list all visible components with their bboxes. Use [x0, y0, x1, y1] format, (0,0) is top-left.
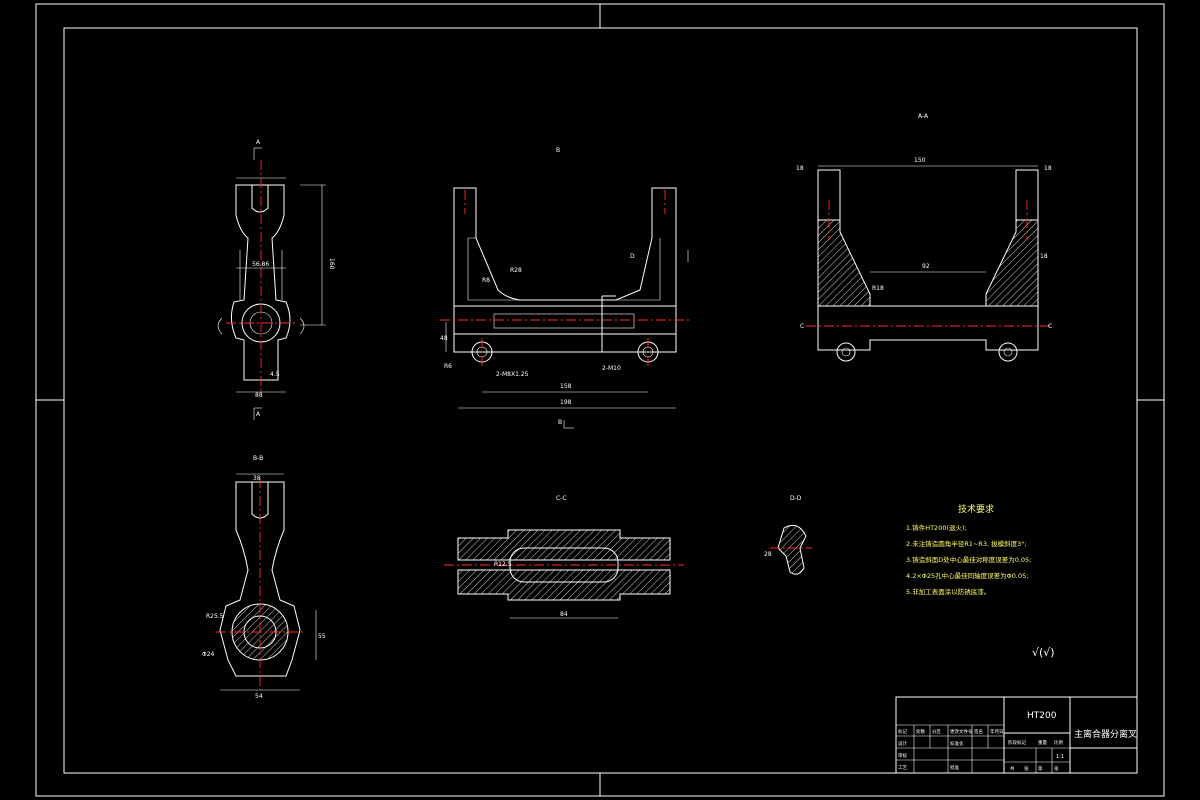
- dim-bb-width: 54: [255, 693, 263, 700]
- tb-scale: 1:1: [1056, 754, 1064, 760]
- tb-header-3: 更改文件号: [950, 728, 973, 735]
- tech-item-2: 2.未注铸造圆角半径R1~R3, 拔模斜度3°;: [906, 539, 1027, 548]
- tb-stage-1: 重量: [1038, 739, 1047, 746]
- tb-header-0: 标记: [898, 728, 907, 735]
- dim-front-inner: 158: [560, 383, 572, 390]
- front-view: B 158 198 48 R8 R28 2-M8X1.25 2-M10 R6 B…: [440, 147, 690, 429]
- tb-role-2: 工艺: [898, 765, 907, 771]
- dim-front-overall: 198: [560, 399, 572, 406]
- dim-cc-length: 84: [560, 611, 568, 618]
- dim-left-width: 88: [255, 392, 263, 399]
- dim-bb-top: 38: [253, 475, 261, 482]
- dim-front-pin: 2-M10: [602, 365, 621, 372]
- roughness-symbol: √(√): [1032, 646, 1055, 659]
- tech-item-1: 1.铸件HT200(退火);: [906, 523, 967, 532]
- title-material: HT200: [1027, 711, 1057, 721]
- dim-front-height: 48: [440, 335, 448, 342]
- tb-role-3: 批准: [950, 764, 959, 771]
- dim-aa-side: 18: [1040, 253, 1048, 260]
- tech-item-3: 3.铸造斜面D处中心最佳对称度误差为0.05;: [906, 555, 1031, 564]
- tb-stage-0: 阶段标记: [1008, 739, 1026, 746]
- section-view-bb: B-B 38 54 55 R25.5 Φ24: [202, 455, 326, 700]
- tb-sheet-1: 张: [1024, 765, 1029, 772]
- tb-header-1: 处数: [916, 728, 925, 735]
- section-view-cc: C-C 84 R12.5: [444, 495, 684, 619]
- tb-standardize: 标准化: [950, 740, 964, 747]
- dim-left-inner: 56.86: [252, 261, 269, 268]
- tech-item-5: 5.非加工表面涂以防锈底漆。: [906, 587, 990, 596]
- dim-bb-height: 55: [318, 633, 326, 640]
- section-label-a-bottom: A: [256, 411, 261, 418]
- dim-front-chamfer: R6: [444, 363, 452, 370]
- dim-front-r1: R8: [482, 277, 490, 284]
- tb-sheet-0: 共: [1010, 765, 1015, 772]
- tb-stage-2: 比例: [1054, 739, 1063, 746]
- dim-aa-left: 18: [796, 165, 804, 172]
- cut-label-c-left: C: [800, 323, 804, 330]
- title-block: HT200 主离合器分离叉 标记 处数 分区 更改文件号 签名 年月日 设计 标…: [895, 696, 1138, 774]
- dim-cc-radius: R12.5: [494, 561, 512, 568]
- section-view-aa: A-A 150 92 18 18 18 R18 C C: [796, 113, 1052, 362]
- tb-header-4: 签名: [974, 728, 983, 735]
- title-part-name: 主离合器分离叉: [1074, 728, 1137, 740]
- dim-front-hole: 2-M8X1.25: [496, 371, 529, 378]
- tb-sheet-3: 张: [1054, 765, 1059, 772]
- section-label-bb: B-B: [253, 455, 263, 462]
- dim-aa-chamfer: R18: [872, 285, 884, 292]
- cut-label-c-right: C: [1048, 323, 1052, 330]
- tb-sheet-2: 第: [1038, 765, 1043, 772]
- tb-role-0: 设计: [898, 740, 907, 747]
- dim-left-height: 160: [328, 258, 335, 270]
- tech-requirements: 技术要求 1.铸件HT200(退火); 2.未注铸造圆角半径R1~R3, 拔模斜…: [906, 503, 1055, 659]
- tech-item-4: 4.2×Φ25孔中心最佳同轴度误差为Φ0.05;: [906, 571, 1028, 580]
- section-label-dd: D-D: [790, 495, 802, 502]
- dim-aa-inner: 92: [922, 263, 930, 270]
- dim-aa-width: 150: [914, 157, 926, 164]
- section-view-dd: D-D 28: [764, 495, 812, 575]
- sheet-frame: [35, 3, 1165, 797]
- section-label-cc: C-C: [556, 495, 567, 502]
- dim-bb-small: Φ24: [202, 651, 215, 658]
- section-label-aa: A-A: [918, 113, 929, 120]
- side-view-a: A A 88 56.86 4.5 160: [217, 139, 335, 420]
- dim-front-r2: R28: [510, 267, 522, 274]
- cut-label-d: D: [630, 253, 635, 260]
- section-label-b-top: B: [556, 147, 560, 154]
- section-label-a-top: A: [256, 139, 261, 146]
- dim-dd-size: 28: [764, 551, 772, 558]
- dim-left-small: 4.5: [270, 371, 280, 378]
- tech-title: 技术要求: [958, 503, 994, 515]
- dim-bb-radius: R25.5: [206, 613, 224, 620]
- tb-header-2: 分区: [932, 728, 941, 735]
- dim-aa-right: 18: [1044, 165, 1052, 172]
- section-label-b-bottom: B: [558, 419, 562, 426]
- tb-role-1: 审核: [898, 752, 907, 759]
- tb-header-5: 年月日: [990, 728, 1004, 735]
